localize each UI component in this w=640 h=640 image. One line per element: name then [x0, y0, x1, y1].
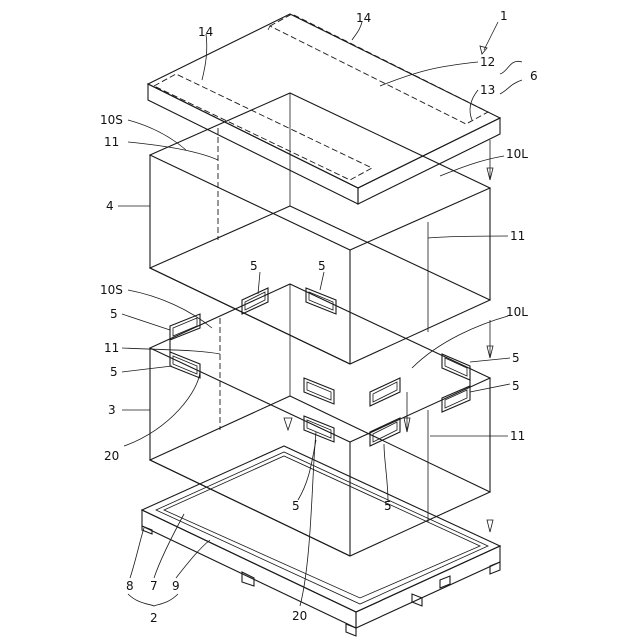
label-clip-7: 5	[292, 499, 300, 513]
label-pallet-leg: 8	[126, 579, 134, 593]
label-fold-upper-right: 11	[510, 229, 525, 243]
label-joint-left: 20	[104, 449, 119, 463]
pallet	[142, 446, 500, 636]
clip-i	[304, 416, 334, 442]
label-clip-3: 5	[110, 307, 118, 321]
label-upper-body: 4	[106, 199, 114, 213]
clip-g	[304, 378, 334, 404]
lower-body	[150, 284, 493, 556]
label-clip-6: 5	[512, 379, 520, 393]
label-clip-2: 5	[318, 259, 326, 273]
label-lid-groove-right: 14	[356, 11, 371, 25]
clip-f	[442, 386, 470, 412]
clip-c	[170, 314, 200, 340]
label-short-side-lower: 10S	[100, 283, 123, 297]
clip-h	[370, 378, 400, 406]
clips	[170, 288, 470, 446]
label-long-side-lower: 10L	[506, 305, 528, 319]
label-fold-upper: 11	[104, 135, 119, 149]
label-lid: 6	[530, 69, 538, 83]
label-pallet-deck: 7	[150, 579, 158, 593]
label-clip-8: 5	[384, 499, 392, 513]
label-lid-groove-left: 14	[198, 25, 213, 39]
label-pallet: 2	[150, 611, 158, 625]
label-pallet-frame: 9	[172, 579, 180, 593]
label-long-side-upper: 10L	[506, 147, 528, 161]
label-clip-5: 5	[110, 365, 118, 379]
clip-a	[242, 288, 268, 314]
label-joint-bottom: 20	[292, 609, 307, 623]
label-lid-flap: 13	[480, 83, 495, 97]
label-fold-lower: 11	[104, 341, 119, 355]
label-clip-1: 5	[250, 259, 258, 273]
label-clip-4: 5	[512, 351, 520, 365]
label-lid-panel: 12	[480, 55, 495, 69]
label-lower-body: 3	[108, 403, 116, 417]
label-assembly: 1	[500, 9, 508, 23]
label-short-side-upper: 10S	[100, 113, 123, 127]
label-fold-lower-right: 11	[510, 429, 525, 443]
clip-b	[306, 288, 336, 314]
